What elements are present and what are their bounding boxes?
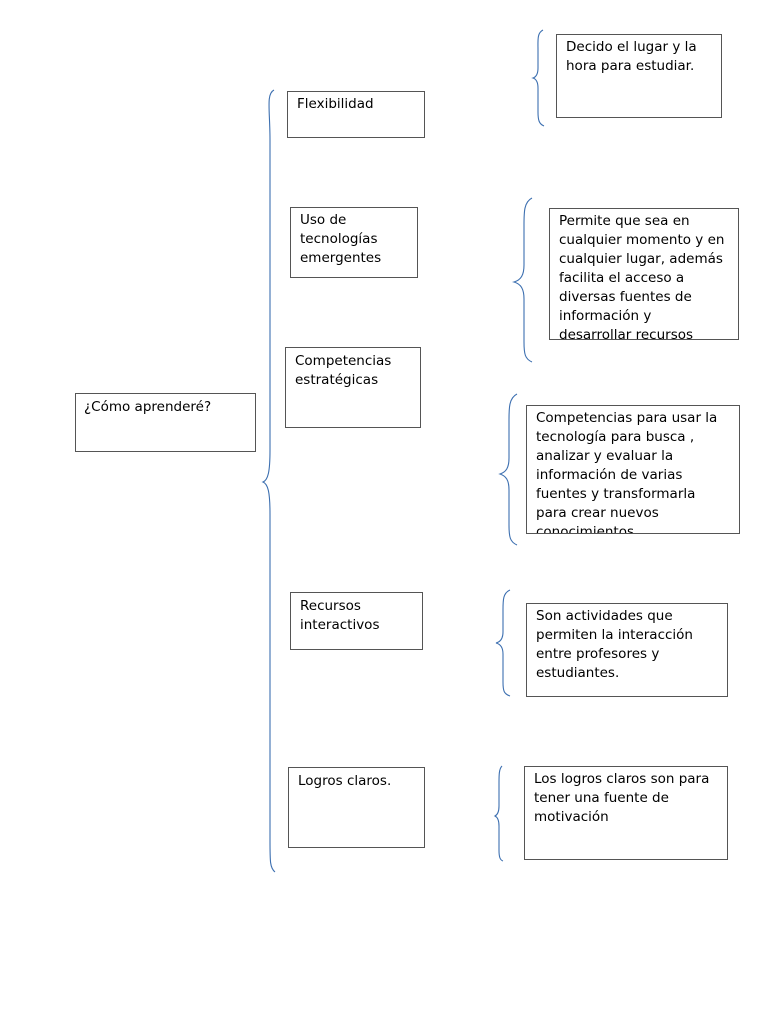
root-node-label: ¿Cómo aprenderé? — [84, 399, 212, 415]
concept-node-recursos: Recursos interactivos — [290, 592, 423, 650]
concept-node-logros: Logros claros. — [288, 767, 425, 848]
competencias-brace — [498, 393, 518, 546]
detail-node-flexibilidad: Decido el lugar y la hora para estudiar. — [556, 34, 722, 118]
concept-node-label: Logros claros. — [298, 773, 392, 789]
detail-node-text: Competencias para usar la tecnología par… — [536, 410, 718, 534]
concept-node-label: Recursos interactivos — [300, 598, 380, 633]
main-brace — [261, 89, 276, 873]
detail-node-competencias: Competencias para usar la tecnología par… — [526, 405, 740, 534]
concept-node-flexibilidad: Flexibilidad — [287, 91, 425, 138]
concept-node-label: Flexibilidad — [297, 96, 374, 112]
concept-node-label: Competencias estratégicas — [295, 353, 392, 388]
detail-node-recursos: Son actividades que permiten la interacc… — [526, 603, 728, 697]
logros-brace — [493, 765, 504, 862]
detail-node-text: Decido el lugar y la hora para estudiar. — [566, 39, 697, 74]
detail-node-uso-tecnologias: Permite que sea en cualquier momento y e… — [549, 208, 739, 340]
detail-node-text: Los logros claros son para tener una fue… — [534, 771, 710, 825]
concept-node-uso-tecnologias: Uso de tecnologías emergentes — [290, 207, 418, 278]
concept-node-label: Uso de tecnologías emergentes — [300, 212, 382, 266]
concept-node-competencias: Competencias estratégicas — [285, 347, 421, 428]
tecnologias-brace — [512, 197, 533, 363]
detail-node-logros: Los logros claros son para tener una fue… — [524, 766, 728, 860]
recursos-brace — [495, 589, 511, 697]
flexibilidad-brace — [531, 29, 545, 127]
root-node: ¿Cómo aprenderé? — [75, 393, 256, 452]
detail-node-text: Son actividades que permiten la interacc… — [536, 608, 693, 681]
detail-node-text: Permite que sea en cualquier momento y e… — [559, 213, 725, 340]
